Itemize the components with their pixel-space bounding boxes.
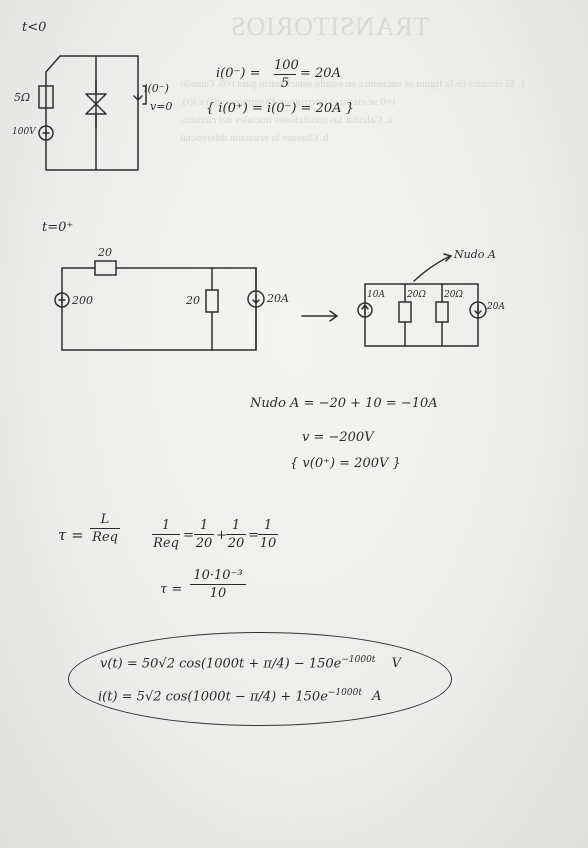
plus-sign: + (216, 528, 227, 543)
tau-fraction: L Req (90, 512, 120, 545)
node-a-equation: Nudo A = −20 + 10 = −10A (250, 396, 438, 411)
eq1-rhs: = 20A (300, 66, 341, 81)
label-nudo-a: Nudo A (454, 248, 496, 261)
circuit-t0-plus (54, 260, 265, 351)
result-voltage-main: v(t) = 50√2 cos(1000t + π/4) − 150e (100, 656, 342, 672)
result-voltage-exp: −1000t (341, 655, 376, 665)
term1-fraction: 1 20 (194, 518, 214, 551)
source-20a-right: 20A (487, 302, 505, 312)
tau-den: Req (92, 530, 118, 545)
req-den: Req (153, 536, 179, 551)
term2-num: 1 (231, 518, 241, 533)
term1-num: 1 (199, 518, 209, 533)
equals-sign: = (248, 528, 259, 543)
eq1-fraction: 100 5 (274, 58, 299, 91)
eq1-den: 5 (280, 76, 290, 91)
initial-voltage: { v(0⁺) = 200V } (290, 456, 401, 471)
resistor-mid-20: 20 (186, 294, 200, 307)
eq1-lhs: i(0⁻) = (216, 66, 261, 81)
circuit-node-a (357, 253, 487, 347)
resistor-label-5ohm: 5Ω (14, 91, 31, 104)
eq2-initial-current: { i(0⁺) = i(0⁻) = 20A } (206, 101, 354, 116)
label-i0-minus: i(0⁻) (144, 82, 169, 95)
eq1-num: 100 (274, 58, 299, 73)
term3-num: 1 (263, 518, 273, 533)
result-voltage-unit: V (391, 656, 401, 672)
tau-lhs: τ = (58, 526, 84, 544)
req-num: 1 (161, 518, 171, 533)
voltage-source-200: 200 (72, 294, 93, 307)
label-t0-plus: t=0⁺ (42, 220, 74, 235)
tau2-fraction: 10·10⁻³ 10 (190, 568, 246, 601)
result-current-unit: A (372, 689, 382, 705)
voltage-equation: v = −200V (302, 430, 374, 445)
tau2-lhs: τ = (160, 582, 183, 597)
term3-fraction: 1 10 (258, 518, 278, 551)
label-t-before: t<0 (22, 20, 47, 35)
result-voltage: v(t) = 50√2 cos(1000t + π/4) − 150e−1000… (100, 655, 401, 671)
result-current-main: i(t) = 5√2 cos(1000t − π/4) + 150e (98, 689, 328, 705)
resistor-20ohm-b: 20Ω (444, 290, 463, 300)
source-label-100v: 100V (12, 127, 36, 137)
term2-den: 20 (227, 536, 245, 551)
tau2-den: 10 (209, 586, 227, 601)
term1-den: 20 (195, 536, 213, 551)
current-source-20a: 20A (267, 292, 289, 305)
resistor-20ohm-a: 20Ω (407, 290, 426, 300)
source-10a: 10A (367, 290, 385, 300)
circuit-t-before (38, 55, 147, 171)
result-current-exp: −1000t (327, 688, 362, 698)
resistor-top-20: 20 (98, 246, 112, 259)
req-fraction: 1 Req (152, 518, 180, 551)
label-v-zero: v=0 (150, 100, 173, 113)
tau-num: L (100, 512, 110, 527)
result-ellipse (68, 632, 452, 726)
term3-den: 10 (259, 536, 277, 551)
term2-fraction: 1 20 (226, 518, 246, 551)
req-equals: = (183, 528, 194, 543)
result-current: i(t) = 5√2 cos(1000t − π/4) + 150e−1000t… (98, 688, 381, 704)
tau2-num: 10·10⁻³ (193, 568, 243, 583)
